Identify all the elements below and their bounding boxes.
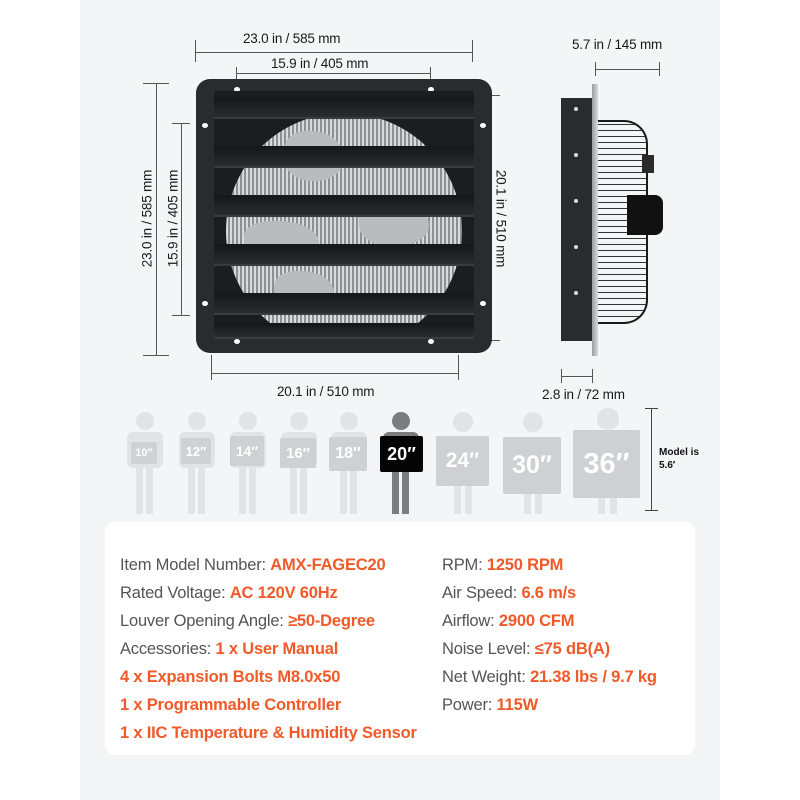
dim-tick <box>236 67 238 81</box>
spec-accessory-bolts: 4 x Expansion Bolts M8.0x50 <box>120 668 341 686</box>
dim-tick <box>143 83 169 85</box>
spec-accessory-controller: 1 x Programmable Controller <box>120 696 342 714</box>
dim-front-width-inner: 20.1 in / 510 mm <box>277 384 375 399</box>
exhaust-fan-front-image <box>196 79 492 353</box>
spec-air-speed: Air Speed: 6.6 m/s <box>442 584 576 602</box>
dim-line <box>156 83 158 355</box>
dim-line <box>595 69 660 71</box>
dim-tick <box>595 62 597 76</box>
exhaust-fan-side-image <box>561 98 593 341</box>
dim-line <box>195 52 473 54</box>
model-height-note: Model is 5.6′ <box>659 447 700 471</box>
size-label: 18″ <box>329 437 367 471</box>
spec-rpm: RPM: 1250 RPM <box>442 556 564 574</box>
spec-net-weight: Net Weight: 21.38 lbs / 9.7 kg <box>442 668 657 686</box>
spec-airflow: Airflow: 2900 CFM <box>442 612 575 630</box>
height-scale-line <box>651 408 653 511</box>
dim-tick <box>172 123 190 125</box>
size-label: 24″ <box>436 436 489 486</box>
dim-tick <box>561 369 563 383</box>
dim-front-width-outer: 23.0 in / 585 mm <box>243 31 341 46</box>
dim-line <box>181 123 183 315</box>
dim-tick <box>592 369 594 383</box>
dim-front-height-inner: 20.1 in / 510 mm <box>493 169 509 268</box>
dim-tick <box>458 355 460 380</box>
specifications-card <box>105 522 695 755</box>
size-label: 16″ <box>280 438 316 468</box>
dim-tick <box>472 40 474 62</box>
dim-line <box>561 376 593 378</box>
size-label: 10″ <box>131 442 157 464</box>
dim-side-depth-total: 5.7 in / 145 mm <box>572 37 663 52</box>
size-label: 12″ <box>181 438 211 464</box>
dim-tick <box>211 355 213 380</box>
dim-front-width-holes: 15.9 in / 405 mm <box>271 56 369 71</box>
dim-front-height-outer: 23.0 in / 585 mm <box>139 169 155 268</box>
size-label: 36″ <box>573 430 640 498</box>
size-label: 30″ <box>503 437 561 494</box>
dim-front-height-holes: 15.9 in / 405 mm <box>165 169 181 268</box>
spec-louver-angle: Louver Opening Angle: ≥50-Degree <box>120 612 375 630</box>
spec-item-model-number: Item Model Number: AMX-FAGEC20 <box>120 556 386 574</box>
dim-tick <box>645 408 658 410</box>
dim-tick <box>172 315 190 317</box>
spec-accessories: Accessories: 1 x User Manual <box>120 640 339 658</box>
dim-tick <box>430 67 432 81</box>
spec-accessory-sensor: 1 x IIC Temperature & Humidity Sensor <box>120 724 417 742</box>
dim-tick <box>143 355 169 357</box>
dim-tick <box>659 62 661 76</box>
spec-power: Power: 115W <box>442 696 538 714</box>
dim-side-depth-plate: 2.8 in / 72 mm <box>542 387 625 402</box>
size-label: 20″ <box>380 436 423 472</box>
spec-noise-level: Noise Level: ≤75 dB(A) <box>442 640 610 658</box>
dim-tick <box>645 510 658 512</box>
size-label: 14″ <box>230 436 264 466</box>
dim-tick <box>195 40 197 62</box>
dim-line <box>211 373 459 375</box>
spec-rated-voltage: Rated Voltage: AC 120V 60Hz <box>120 584 338 602</box>
dim-line <box>236 73 431 75</box>
